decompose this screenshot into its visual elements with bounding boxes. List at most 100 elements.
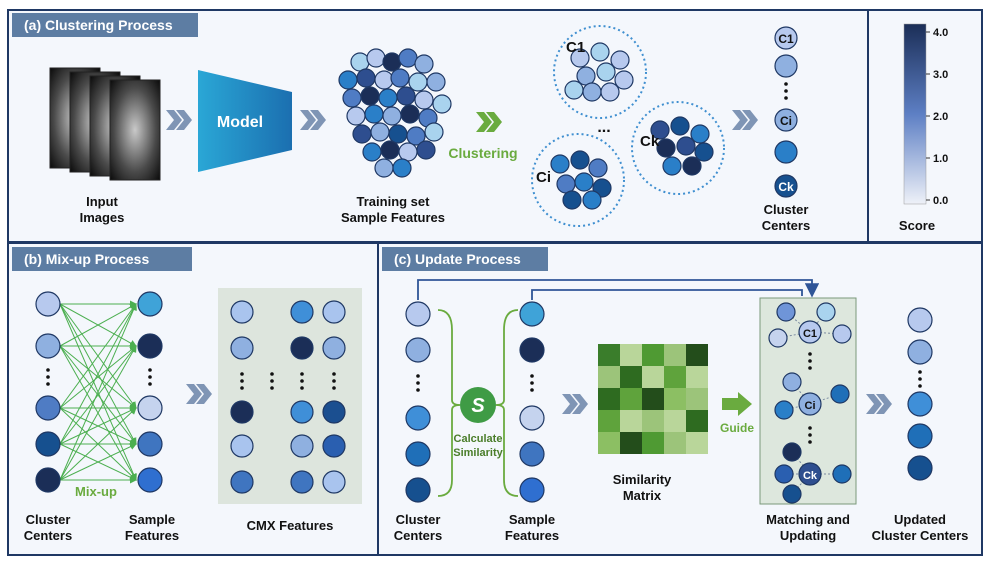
match-center-c1 [798, 320, 822, 344]
cluster-1-dot [614, 70, 634, 90]
ellipsis-dot [300, 386, 304, 390]
sim-matrix-label-2: Matrix [623, 488, 662, 503]
b-sample-dot [137, 395, 163, 421]
cluster-1-dot [610, 50, 630, 70]
ellipsis-dot [332, 386, 336, 390]
score-colorbar [903, 23, 927, 205]
cluster-k-dot [694, 142, 714, 162]
mixup-link [59, 443, 137, 481]
training-feature-dot [360, 86, 380, 106]
cluster-k-dot [690, 124, 710, 144]
clustering-label: Clustering [448, 145, 517, 161]
ellipsis-dot [918, 384, 922, 388]
b-centers-label-1: Cluster [26, 512, 71, 527]
cluster-i-dot [550, 154, 570, 174]
model-label: Model [217, 114, 263, 131]
updated-center-dot [907, 339, 933, 365]
cmx-dot [322, 470, 346, 494]
ellipsis-dot [270, 379, 274, 383]
score-tick-label: 0.0 [933, 195, 948, 207]
training-feature-dot [338, 70, 358, 90]
c-sample-dot [519, 337, 545, 363]
cluster-k-dot [650, 120, 670, 140]
mixup-link [59, 345, 137, 409]
guide-arrow-icon [722, 392, 752, 416]
mixup-link [59, 407, 137, 445]
cmx-features [230, 300, 346, 494]
c-sample-features [519, 301, 545, 503]
c-sample-dot [519, 301, 545, 327]
training-feature-dot [396, 86, 416, 106]
matrix-cell [686, 366, 708, 388]
matrix-cell [664, 432, 686, 454]
training-feature-dot [414, 90, 434, 110]
ellipsis-dot [46, 382, 50, 386]
ellipsis-dot [270, 372, 274, 376]
c-center-dot [405, 441, 431, 467]
b-samples-label-1: Sample [129, 512, 175, 527]
center-ck-label: Ck [778, 180, 794, 194]
ellipsis-dot [416, 381, 420, 385]
training-feature-dot [414, 54, 434, 74]
ellipsis-dot [240, 372, 244, 376]
cluster-1-dot [590, 42, 610, 62]
match-dot [782, 484, 802, 504]
training-feature-dot [350, 52, 370, 72]
chevron-arrow-icon [166, 110, 192, 130]
chevron-arrow-icon [866, 394, 892, 414]
training-feature-dot [382, 52, 402, 72]
cmx-dot [230, 434, 254, 458]
training-feature-dot [362, 142, 382, 162]
c-sample-dot [519, 405, 545, 431]
matrix-cell [642, 366, 664, 388]
calc-sim-label-1: Calculate [454, 433, 503, 445]
cluster-1-dot [564, 80, 584, 100]
training-feature-dot [370, 122, 390, 142]
training-feature-dot [374, 70, 394, 90]
cluster-i-ring [531, 133, 625, 227]
b-samples-label-2: Features [125, 528, 179, 543]
score-tick-label: 3.0 [933, 69, 948, 81]
cluster-centers-label-1: Cluster [764, 202, 809, 217]
training-feature-dot [374, 158, 394, 178]
c-samples-label-1: Sample [509, 512, 555, 527]
ellipsis-dot [148, 375, 152, 379]
ellipsis-dot [240, 386, 244, 390]
cmx-dot [290, 300, 314, 324]
training-feature-dot [378, 88, 398, 108]
input-images-stack [49, 67, 161, 181]
ellipsis-dot [332, 379, 336, 383]
cmx-dot [290, 470, 314, 494]
chevron-arrow-icon [732, 110, 758, 130]
matrix-cell [686, 388, 708, 410]
match-ck-label: Ck [803, 470, 818, 482]
b-centers-label-2: Centers [24, 528, 72, 543]
matrix-cell [686, 344, 708, 366]
training-feature-dot [432, 94, 452, 114]
c-center-dot [405, 477, 431, 503]
updated-center-dot [907, 455, 933, 481]
cmx-dot [322, 400, 346, 424]
cmx-dot [230, 400, 254, 424]
ellipsis-dot [784, 89, 788, 93]
ellipsis-dot [300, 379, 304, 383]
mixup-label: Mix-up [75, 484, 117, 499]
b-sample-dot [137, 431, 163, 457]
matrix-cell [686, 410, 708, 432]
ellipsis-dot [332, 372, 336, 376]
b-cluster-centers [35, 291, 61, 493]
match-c1-label: C1 [803, 328, 817, 340]
matrix-cell [642, 432, 664, 454]
panel-b-title: (b) Mix-up Process [24, 251, 149, 267]
cluster-k-label: Ck [640, 133, 660, 150]
score-tick-label: 4.0 [933, 27, 948, 39]
cmx-dot [322, 300, 346, 324]
guide-label: Guide [720, 421, 754, 435]
c-center-dot [405, 337, 431, 363]
ellipsis-dot [530, 388, 534, 392]
ellipsis-dot [918, 370, 922, 374]
